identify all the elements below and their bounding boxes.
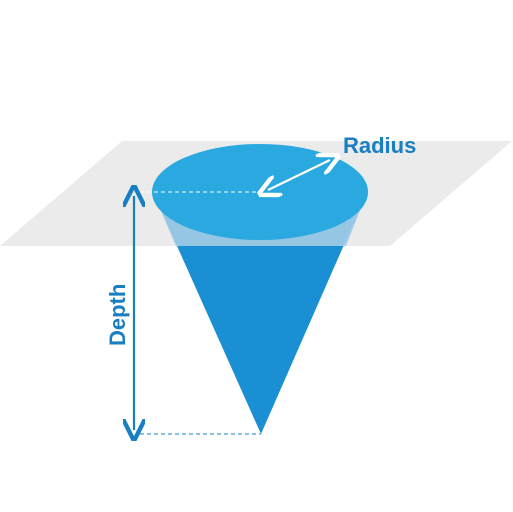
radius-label: Radius bbox=[343, 133, 416, 158]
double-arrow-icon bbox=[268, 160, 330, 190]
depth-label: Depth bbox=[105, 284, 130, 346]
cone-body bbox=[152, 190, 368, 434]
